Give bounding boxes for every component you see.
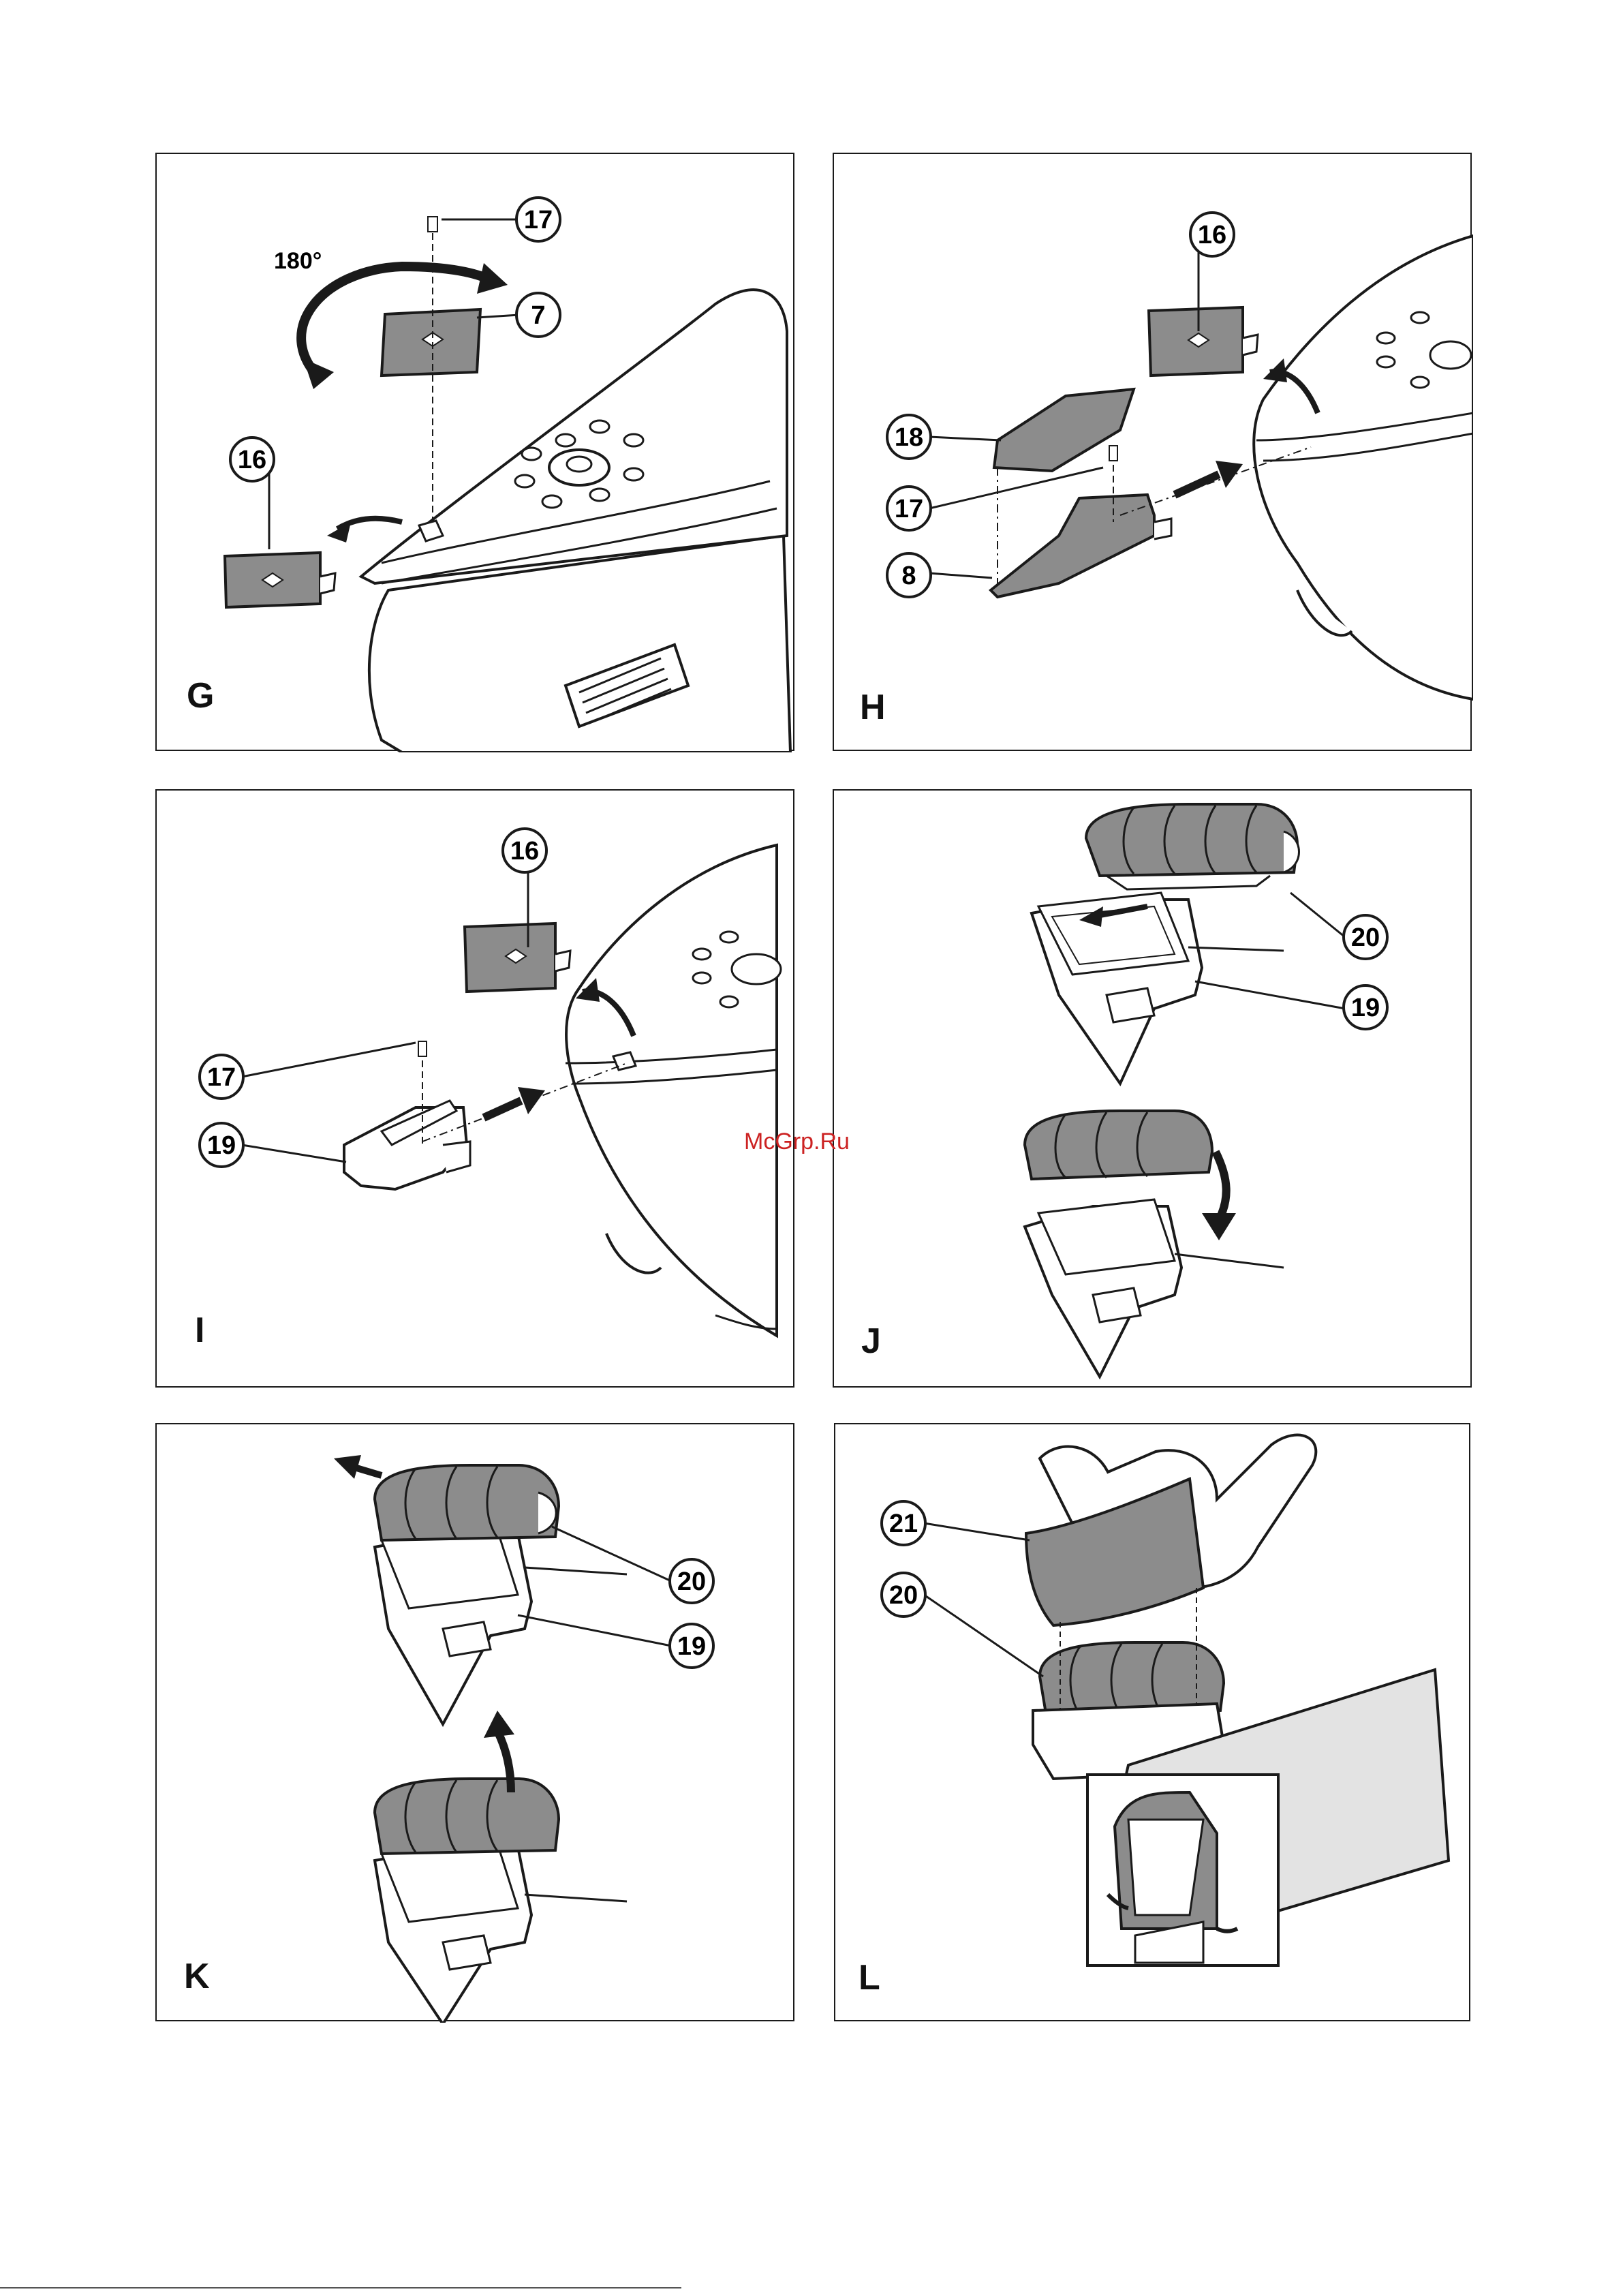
callout-17: 17 xyxy=(200,1063,243,1092)
panel-j: J 20 19 McGrp.Ru xyxy=(833,789,1472,1388)
panel-letter: G xyxy=(187,675,214,716)
callout-20: 20 xyxy=(670,1567,713,1597)
panel-k: K 20 19 xyxy=(155,1423,794,2021)
callout-19: 19 xyxy=(1344,994,1387,1023)
callout-8: 8 xyxy=(887,562,931,591)
panel-g: G 180° 17 7 16 xyxy=(155,153,794,751)
watermark: McGrp.Ru xyxy=(744,1129,850,1155)
panel-j-illustration xyxy=(834,791,1473,1389)
panel-k-illustration xyxy=(157,1424,796,2023)
panel-letter: K xyxy=(184,1956,210,1997)
panel-letter: H xyxy=(860,687,886,728)
footer-rule xyxy=(0,2287,681,2289)
panel-letter: I xyxy=(195,1310,204,1351)
panel-h: H 16 18 17 8 xyxy=(833,153,1472,751)
callout-21: 21 xyxy=(882,1510,925,1539)
callout-17: 17 xyxy=(887,495,931,524)
callout-16: 16 xyxy=(503,837,546,866)
callout-7: 7 xyxy=(516,301,560,331)
callout-19: 19 xyxy=(200,1131,243,1161)
panel-h-illustration xyxy=(834,154,1473,752)
callout-19: 19 xyxy=(670,1632,713,1662)
panel-i-illustration xyxy=(157,791,796,1389)
panel-letter: L xyxy=(859,1957,880,1998)
callout-16: 16 xyxy=(230,446,274,475)
panel-letter: J xyxy=(861,1321,881,1362)
callout-20: 20 xyxy=(1344,923,1387,953)
callout-20: 20 xyxy=(882,1581,925,1610)
panel-l: L 21 20 xyxy=(834,1423,1470,2021)
callout-17: 17 xyxy=(516,206,560,235)
panel-i: I 16 17 19 xyxy=(155,789,794,1388)
panel-l-illustration xyxy=(835,1424,1472,2023)
callout-16: 16 xyxy=(1190,221,1234,250)
rotation-angle-label: 180° xyxy=(274,248,322,275)
callout-18: 18 xyxy=(887,423,931,453)
